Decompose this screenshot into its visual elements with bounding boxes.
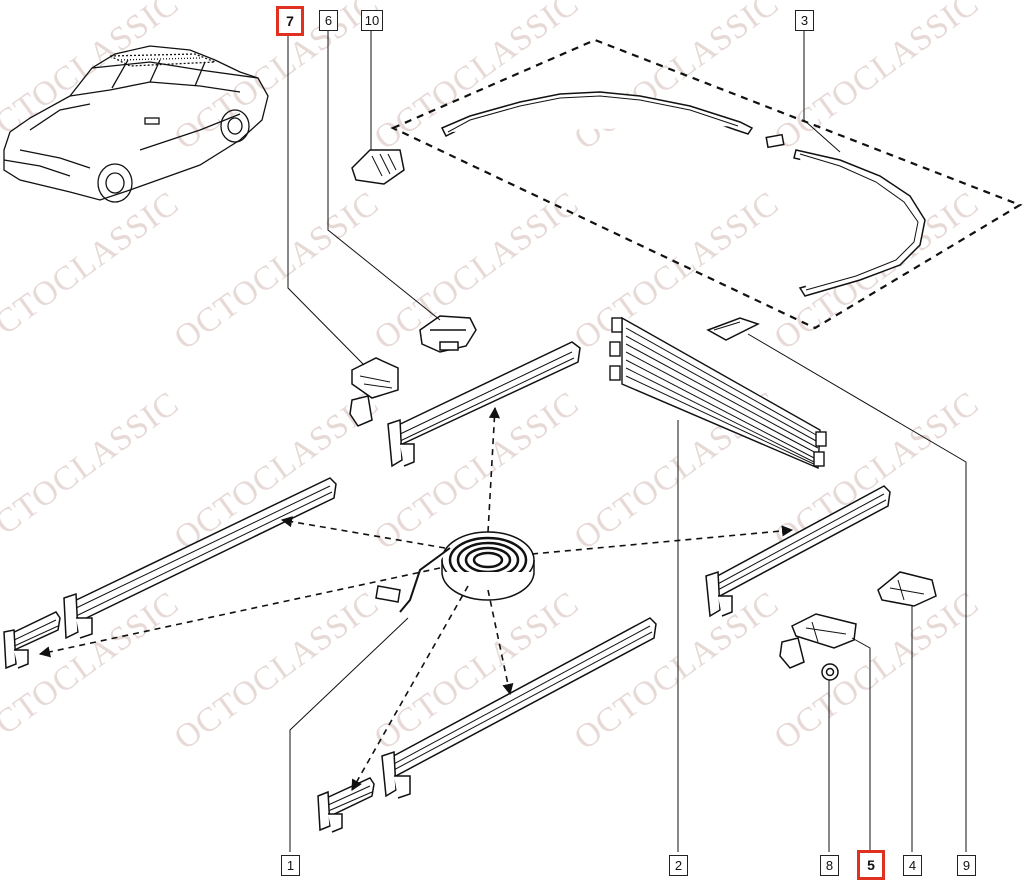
clip-part-7	[349, 357, 399, 427]
callout-2: 2	[669, 855, 688, 876]
callout-1: 1	[281, 855, 300, 876]
moulding-strip-left-short	[3, 611, 61, 670]
callout-9: 9	[957, 855, 976, 876]
roof-seal-rear	[793, 149, 926, 297]
leader-lines	[287, 30, 967, 852]
tape-roll	[375, 531, 535, 613]
callout-6: 6	[319, 10, 338, 31]
callout-7: 7	[276, 6, 304, 36]
clip-part-6	[419, 315, 477, 353]
moulding-strip-lower-center	[381, 617, 657, 799]
roof-seal-front	[440, 91, 785, 149]
clip-part-9	[706, 317, 760, 341]
callout-4: 4	[903, 855, 922, 876]
callout-10: 10	[361, 10, 383, 31]
roof-outline	[390, 38, 1023, 330]
moulding-strip-upper-center	[387, 341, 581, 468]
callout-8: 8	[820, 855, 839, 876]
clip-part-4	[877, 571, 937, 607]
moulding-strip-lower-short	[317, 777, 375, 833]
clip-part-10	[351, 149, 405, 185]
callout-5: 5	[857, 850, 885, 880]
grille-panel	[609, 316, 827, 470]
callout-3: 3	[795, 10, 814, 31]
clip-part-5	[779, 613, 857, 669]
nut-part-8	[821, 663, 839, 681]
car-illustration	[3, 45, 269, 203]
moulding-strip-left-long	[63, 477, 337, 640]
application-arrows	[38, 406, 794, 791]
moulding-strip-right	[705, 485, 891, 618]
